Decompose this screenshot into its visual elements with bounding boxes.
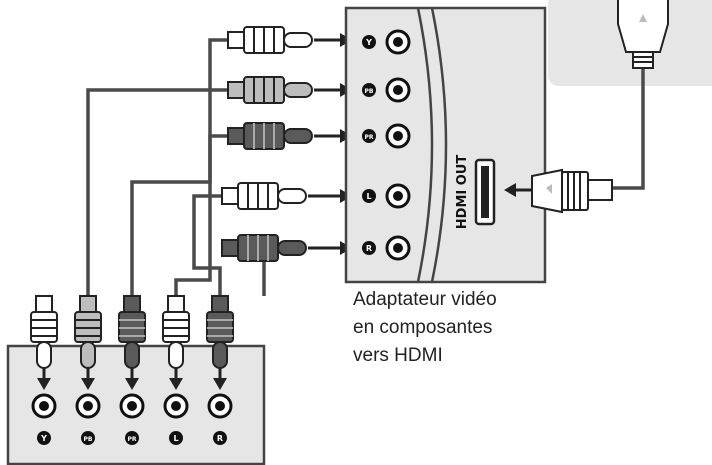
arrow-down-icon xyxy=(81,368,95,390)
rca-plug-r xyxy=(221,234,307,262)
rca-plug-v xyxy=(227,26,313,54)
adapter-label-r: R xyxy=(366,244,372,253)
source-jack-pr xyxy=(119,393,145,445)
rca-plug-source-r xyxy=(206,295,234,369)
source-jack-pb xyxy=(75,393,101,445)
rca-plug-l xyxy=(221,182,307,210)
arrow-down-icon xyxy=(213,368,227,390)
adapter-jack-y xyxy=(362,29,411,55)
hdmi-plug-adapter xyxy=(531,168,613,214)
adapter-jack-r xyxy=(362,235,411,261)
arrow-down-icon xyxy=(37,368,51,390)
source-jack-l xyxy=(163,393,189,445)
rca-plugs-adapter xyxy=(221,26,313,262)
source-jack-y xyxy=(31,393,57,445)
cables xyxy=(86,38,645,296)
cable-pr xyxy=(174,134,228,296)
source-jack-r xyxy=(207,393,233,445)
hdmi-plug-tv xyxy=(617,0,669,69)
adapter-label-pb: PB xyxy=(365,88,374,95)
adapter-label-l: L xyxy=(366,192,371,201)
arrow-down-icon xyxy=(125,368,139,390)
adapter-jack-l xyxy=(362,183,411,209)
hdmi-port: HDMI OUT xyxy=(455,155,496,230)
rca-plug-pb xyxy=(227,76,313,104)
source-label-y: Y xyxy=(40,434,47,443)
arrows-source xyxy=(37,368,227,390)
adapter-label-pr: PR xyxy=(364,134,373,141)
rca-plug-source-l xyxy=(162,295,190,369)
cable-pb xyxy=(130,38,228,296)
rca-plug-source-y xyxy=(30,295,58,369)
adapter-label-y: Y xyxy=(365,38,372,47)
caption-line-3: vers HDMI xyxy=(353,345,443,366)
adapter-jack-pb xyxy=(362,77,411,103)
source-label-pb: PB xyxy=(84,436,93,443)
caption-line-1: Adaptateur vidéo xyxy=(353,289,497,310)
source-label-r: R xyxy=(217,434,223,443)
rca-plug-source-pr xyxy=(118,295,146,369)
rca-plug-source-pb xyxy=(74,295,102,369)
caption-line-2: en composantes xyxy=(353,317,493,338)
cable-y xyxy=(86,88,228,296)
source-label-pr: PR xyxy=(127,436,136,443)
adapter-box xyxy=(344,6,547,284)
source-label-l: L xyxy=(173,434,178,443)
rca-plugs-source xyxy=(30,295,234,369)
arrow-left-icon xyxy=(504,183,532,197)
rca-plug-pr xyxy=(227,122,313,150)
cable-l xyxy=(192,194,222,296)
adapter-caption: Adaptateur vidéo en composantes vers HDM… xyxy=(353,286,553,370)
adapter-jack-pr xyxy=(362,123,411,149)
arrow-down-icon xyxy=(169,368,183,390)
hdmi-out-label: HDMI OUT xyxy=(455,155,470,230)
source-jacks: Y PB PR L R xyxy=(31,393,233,445)
cable-hdmi xyxy=(612,68,645,190)
adapter-jacks: Y PB PR L R xyxy=(362,29,411,261)
